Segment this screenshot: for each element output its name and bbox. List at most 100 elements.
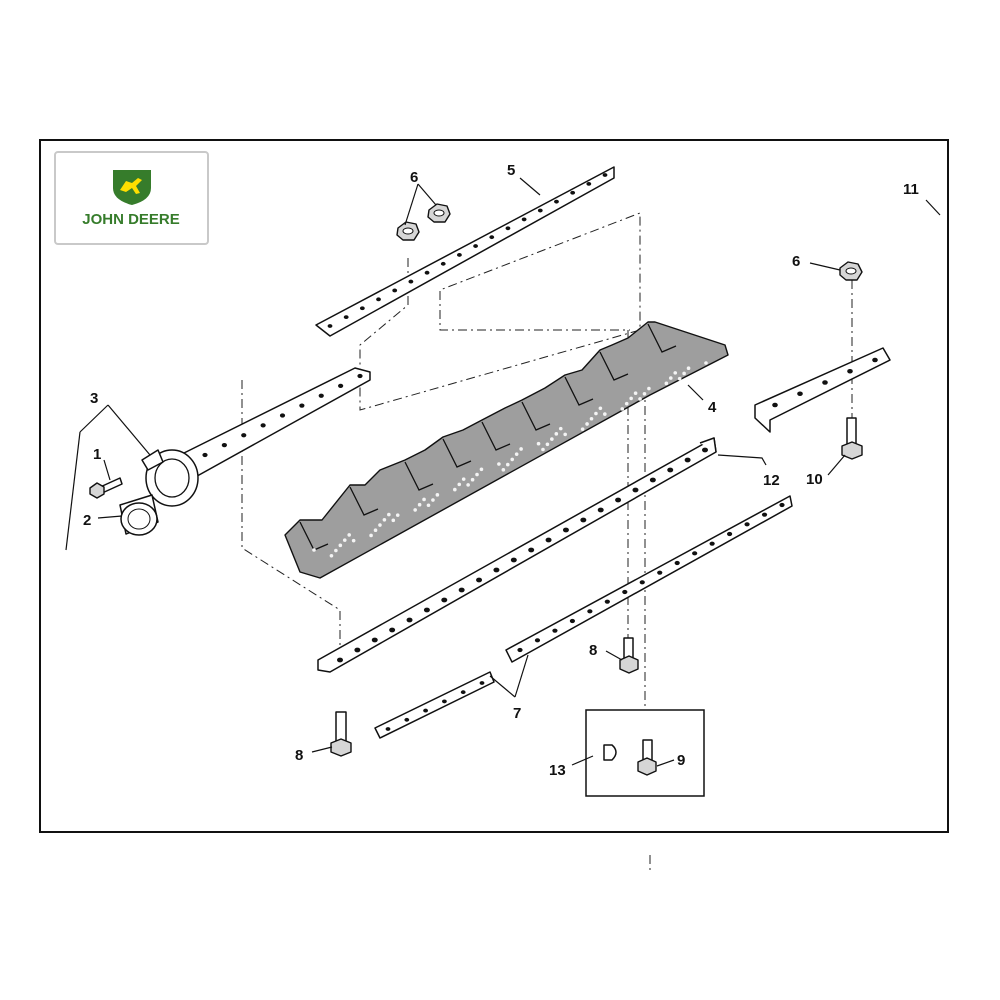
bolt-hole: [441, 597, 448, 603]
part-1-bolt: [89, 477, 123, 499]
bolt-hole: [389, 627, 396, 633]
bolt-hole: [822, 380, 828, 385]
knife-tooth: [442, 438, 472, 468]
callout-4: 4: [708, 399, 717, 416]
bolt-hole: [639, 580, 645, 585]
bolt-hole: [241, 433, 247, 438]
callout-10: 10: [806, 471, 823, 488]
bolt-hole: [761, 512, 768, 517]
knife-rivet: [519, 447, 523, 451]
knife-rivet: [453, 487, 457, 492]
bolt-hole: [521, 217, 527, 222]
knife-rivet: [510, 457, 515, 462]
knife-rivet: [373, 528, 378, 533]
bolt-hole: [376, 297, 381, 302]
bolt-hole: [570, 190, 576, 195]
knife-tooth: [521, 401, 551, 431]
bolt-hole: [279, 413, 286, 418]
bolt-hole: [772, 402, 778, 408]
bolt-hole: [597, 507, 604, 513]
callout-2: 2: [83, 512, 91, 529]
bolt-hole: [458, 587, 465, 593]
bolt-hole: [460, 690, 466, 695]
part-8-bolt: [330, 711, 352, 757]
callout-1: 1: [93, 446, 101, 463]
bolt-hole: [727, 531, 733, 537]
bolt-hole: [632, 487, 639, 493]
bolt-hole: [408, 279, 414, 284]
knife-rivet: [620, 407, 625, 411]
bolt-hole: [702, 447, 708, 453]
bolt-hole: [569, 618, 576, 624]
bolt-hole: [424, 270, 430, 275]
bolt-hole: [327, 324, 333, 328]
knife-rivet: [382, 517, 387, 522]
knife-rivet: [541, 447, 545, 452]
knife-rivet: [479, 467, 484, 472]
bolt-hole: [528, 547, 535, 553]
part-4-knife-sections: [284, 321, 729, 579]
bolt-hole: [423, 708, 428, 713]
bolt-hole: [357, 373, 363, 379]
bolt-hole: [534, 638, 541, 643]
knife-rivet: [642, 391, 647, 396]
knife-rivet: [673, 371, 678, 375]
bolt-hole: [604, 599, 610, 604]
bolt-hole: [649, 477, 656, 483]
knife-rivet: [342, 538, 347, 542]
knife-rivet: [558, 426, 563, 431]
part-3-knife-head: [141, 367, 371, 507]
callout-13: 13: [549, 762, 566, 779]
bolt-hole: [657, 570, 663, 575]
bolt-hole: [354, 647, 361, 653]
knife-rivet: [338, 543, 343, 548]
knife-rivet: [603, 412, 607, 416]
knife-rivet: [501, 468, 506, 472]
knife-rivet: [334, 548, 338, 553]
bolt-hole: [615, 497, 622, 503]
knife-rivet: [550, 437, 554, 441]
bolt-hole: [404, 717, 410, 722]
bolt-hole: [517, 647, 523, 653]
knife-rivet: [378, 523, 382, 527]
knife-tooth: [349, 486, 379, 516]
bolt-hole: [406, 617, 413, 623]
bolt-hole: [318, 393, 324, 398]
knife-rivet: [704, 361, 708, 365]
bolt-hole: [587, 609, 593, 614]
callout-5: 5: [507, 162, 515, 179]
knife-rivet: [686, 366, 691, 371]
knife-rivet: [426, 503, 431, 508]
bolt-hole: [423, 607, 430, 613]
knife-rivet: [466, 483, 470, 487]
knife-tooth: [599, 351, 629, 381]
knife-tooth: [404, 461, 434, 491]
knife-rivet: [351, 538, 356, 543]
knife-rivet: [594, 411, 598, 416]
knife-rivet: [664, 381, 669, 386]
knife-rivet: [633, 391, 638, 396]
knife-rivet: [536, 441, 541, 446]
bolt-hole: [709, 541, 715, 546]
bolt-hole: [537, 208, 543, 213]
john-deere-logo: JOHN DEERE: [54, 151, 209, 245]
knife-rivet: [554, 432, 559, 436]
knife-rivet: [417, 502, 422, 507]
bolt-hole: [371, 637, 378, 643]
bolt-hole: [457, 253, 462, 257]
part-2-bushing: [119, 494, 159, 536]
knife-rivet: [391, 518, 396, 523]
knife-tooth: [481, 421, 511, 451]
callout-11: 11: [903, 181, 919, 198]
callout-6-top: 6: [410, 169, 418, 186]
bolt-hole: [602, 173, 608, 177]
bolt-hole: [337, 657, 343, 663]
bolt-hole: [343, 315, 349, 320]
bolt-hole: [586, 181, 592, 186]
callout-7: 7: [513, 705, 521, 722]
knife-rivet: [647, 386, 651, 391]
knife-rivet: [563, 432, 567, 437]
knife-rivet: [638, 397, 642, 401]
part-6-nut: [427, 203, 451, 223]
